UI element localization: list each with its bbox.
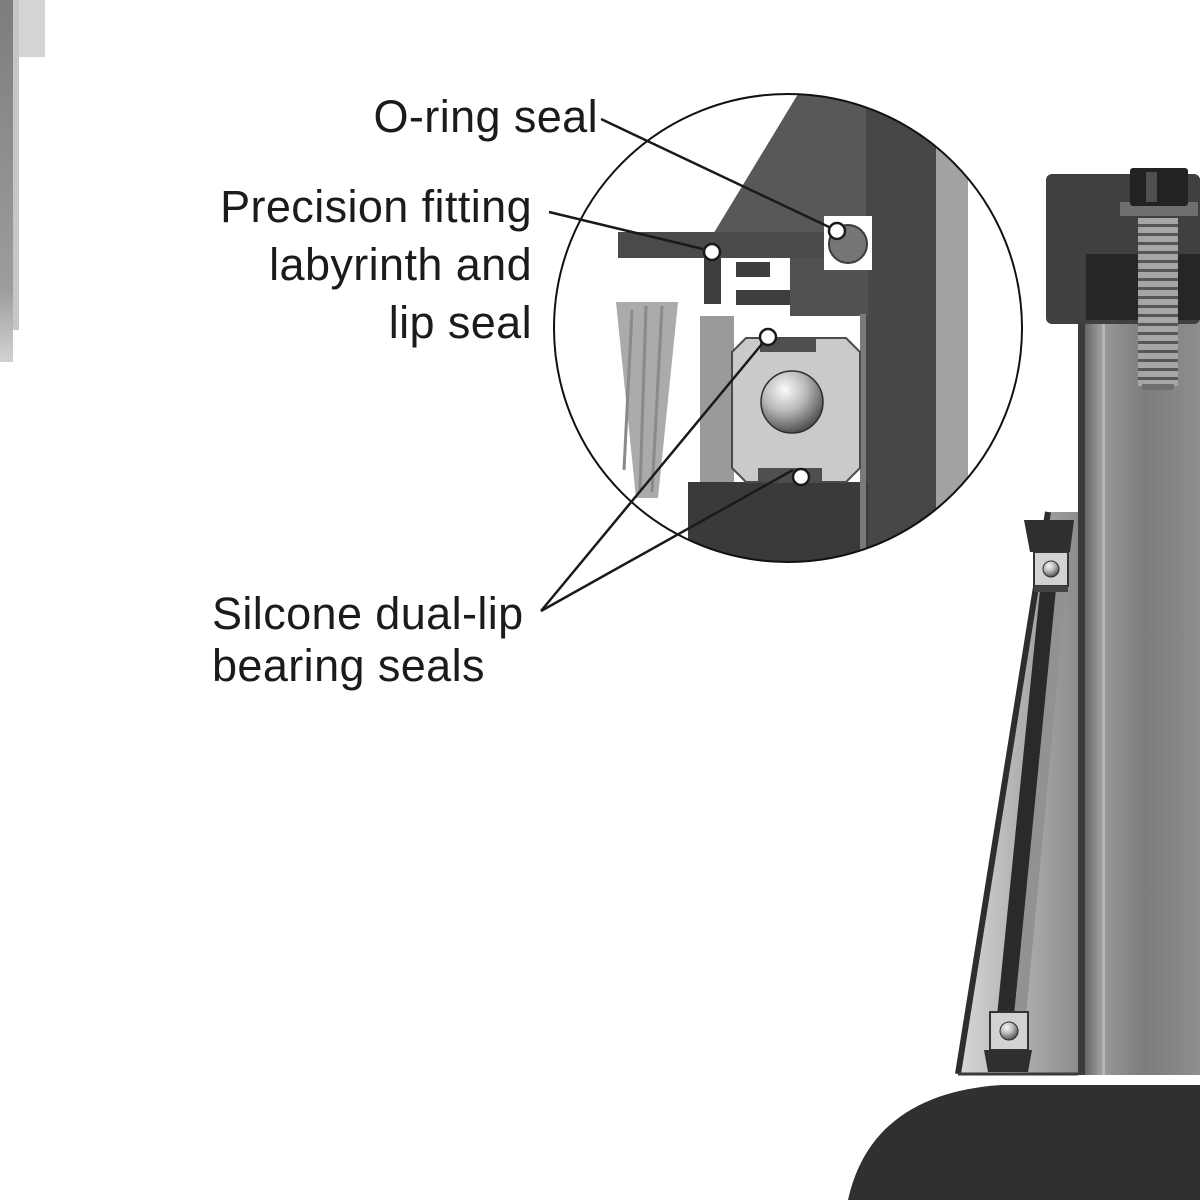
tube-left-edge [1078, 178, 1085, 1075]
labyrinth-tab-3 [736, 290, 790, 305]
label-oring-seal-text: O-ring seal [373, 91, 598, 142]
callout-line-labyrinth [548, 210, 704, 251]
callout-line-oring [600, 117, 830, 229]
bolt-head-facet [1146, 172, 1157, 202]
label-silicone-seals: Silcone dual-lip bearing seals [212, 588, 524, 692]
lower-bearing-seal [758, 468, 822, 481]
shaft-wall-highlight [936, 94, 968, 562]
callout-line-upper-seal [540, 343, 763, 612]
lower-bearing-housing [984, 1050, 1032, 1072]
bearing-gap-strip [860, 314, 866, 562]
housing-upper [712, 94, 866, 236]
label-silicone-line-2: bearing seals [212, 640, 485, 691]
label-precision-line-3: lip seal [388, 297, 532, 348]
upper-bearing-seat [1034, 586, 1068, 592]
marker-upper-seal [758, 327, 778, 347]
labyrinth-lip-seal [704, 258, 790, 305]
inner-seal-strip-highlight [1014, 590, 1066, 1016]
machine-cross-section [848, 168, 1200, 1200]
label-precision-line-1: Precision fitting [220, 181, 532, 232]
tube-highlight [1102, 178, 1105, 1075]
skirt-left-edge [955, 511, 1051, 1075]
label-precision-fitting: Precision fitting labyrinth and lip seal [220, 178, 532, 352]
label-precision-line-2: labyrinth and [269, 239, 532, 290]
label-oring-seal: O-ring seal [374, 88, 598, 146]
callout-lines [540, 117, 830, 613]
bolt-shank [1138, 218, 1178, 386]
shaft-wall [866, 94, 936, 562]
upper-small-bearing-ball [1042, 560, 1060, 578]
left-edge-highlight [13, 0, 19, 330]
left-edge-strip [0, 0, 13, 362]
upper-bearing-housing [1024, 520, 1074, 552]
left-edge-part [0, 0, 45, 362]
bolt-tip [1142, 384, 1174, 390]
marker-o-ring [827, 221, 847, 241]
bearing-ball [760, 370, 824, 434]
magnified-detail [554, 94, 1022, 562]
labyrinth-tab-2 [736, 262, 770, 277]
bolt-head [1130, 168, 1188, 206]
cone-wedge-streaks [622, 305, 664, 493]
lower-small-bearing-ball [999, 1021, 1019, 1041]
cone-wedge [616, 302, 678, 498]
bottom-dome [848, 1085, 1200, 1200]
label-silicone-line-1: Silcone dual-lip [212, 588, 524, 639]
lower-housing-dark [688, 482, 868, 562]
callout-markers [702, 221, 847, 487]
magnifier-circle [553, 93, 1023, 563]
callout-line-lower-seal [540, 468, 794, 613]
marker-lower-seal [791, 467, 811, 487]
inner-seal-strip [997, 590, 1056, 1016]
marker-labyrinth [702, 242, 722, 262]
labyrinth-tab-1 [704, 258, 721, 304]
